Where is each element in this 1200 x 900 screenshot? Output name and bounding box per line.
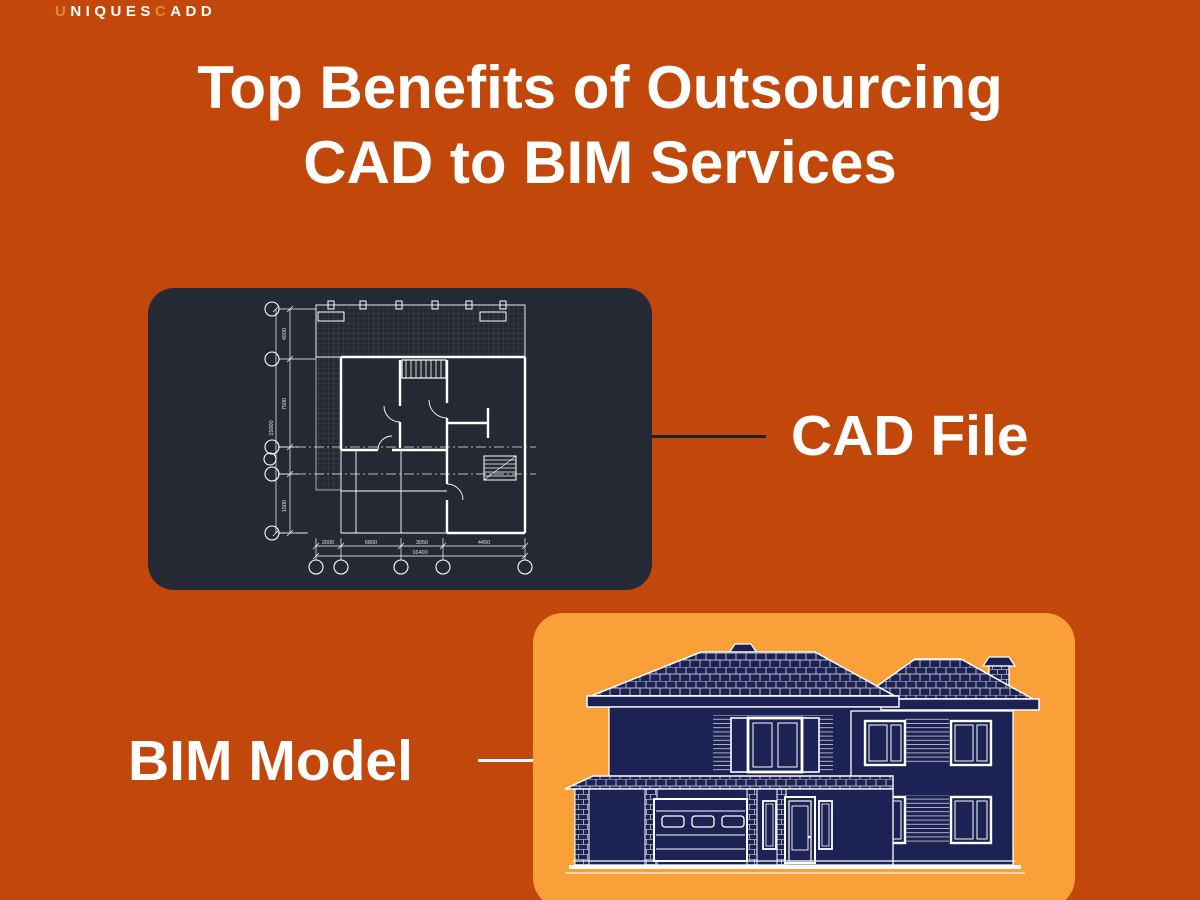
fp-dim-total: 16400	[412, 550, 427, 556]
brand-logo: UNIQUESCADD	[55, 3, 216, 20]
fp-dim-left-1: 4500	[282, 328, 288, 340]
page-title-line2: CAD to BIM Services	[303, 129, 897, 196]
fp-dim-bottom-4: 4450	[478, 540, 490, 546]
cad-file-label: CAD File	[791, 404, 1029, 468]
page-title-line1: Top Benefits of Outsourcing	[197, 54, 1003, 121]
page-title: Top Benefits of Outsourcing CAD to BIM S…	[0, 50, 1200, 200]
cad-connector-line	[652, 435, 766, 438]
bim-model-panel	[533, 613, 1075, 900]
cad-floorplan-drawing: 4500 7500 15000 1500 2000 6800 3050 4450…	[263, 300, 536, 575]
fp-dim-bottom-2: 6800	[365, 540, 377, 546]
brand-logo-part-niques: NIQUES	[70, 3, 155, 20]
brand-logo-letter-c: C	[154, 3, 171, 20]
fp-dim-left-4: 1500	[282, 500, 288, 512]
bim-house-drawing	[564, 643, 1040, 874]
fp-dim-bottom-1: 2000	[322, 540, 334, 546]
brand-logo-part-add: ADD	[170, 3, 217, 20]
fp-dim-left-2: 7500	[282, 398, 288, 410]
bim-model-label: BIM Model	[128, 729, 413, 793]
brand-logo-letter-u: U	[55, 3, 71, 20]
cad-file-panel: 4500 7500 15000 1500 2000 6800 3050 4450…	[148, 288, 652, 590]
bim-connector-line	[478, 759, 535, 762]
fp-dim-left-3: 15000	[269, 420, 275, 435]
fp-dim-bottom-3: 3050	[416, 540, 428, 546]
